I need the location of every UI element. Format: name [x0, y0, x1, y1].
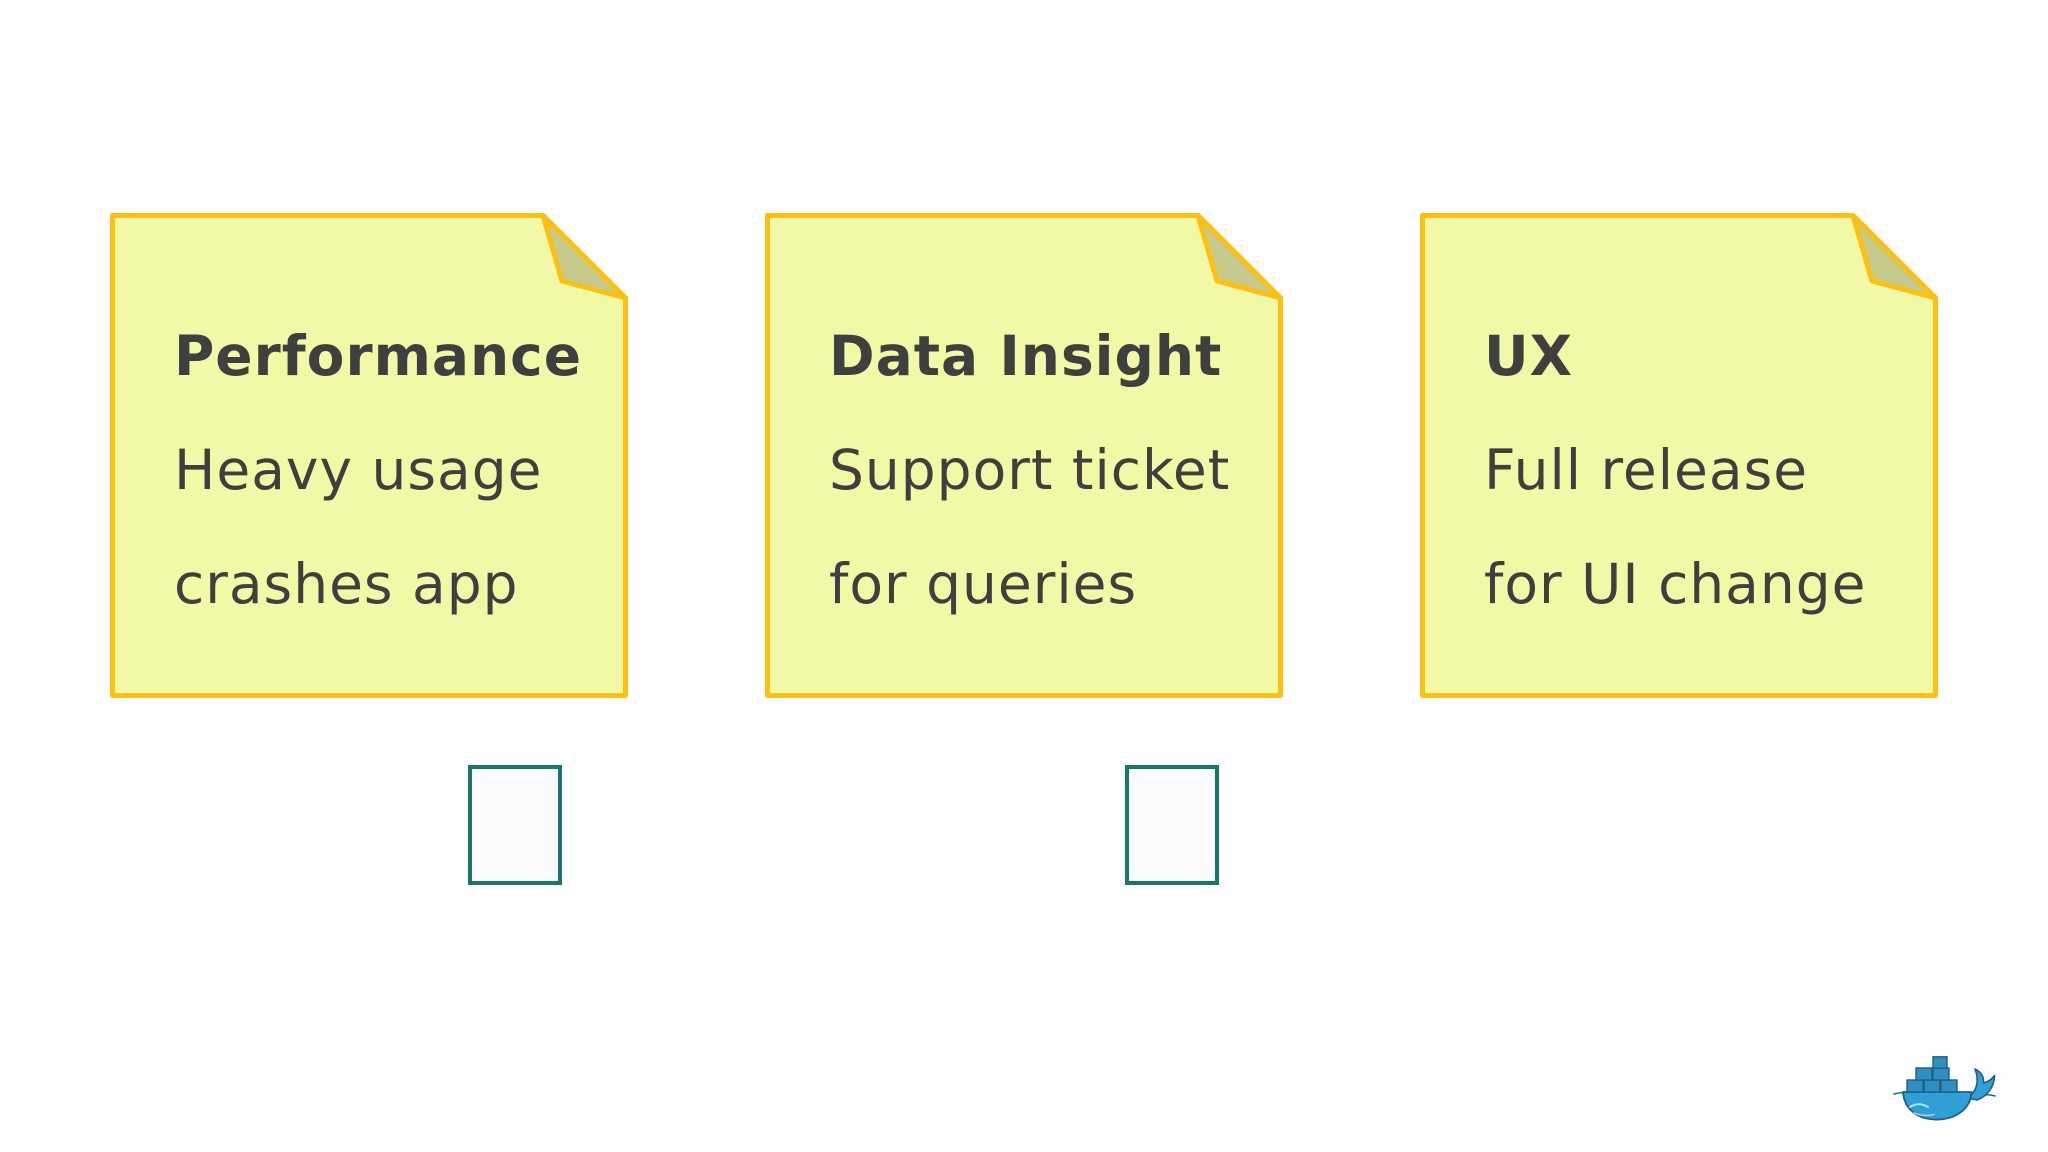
- note-title: Data Insight: [829, 324, 1223, 388]
- sticky-note-data-insight[interactable]: Data Insight Support ticket for queries: [765, 213, 1283, 698]
- folded-corner-icon: [1195, 213, 1283, 301]
- sticky-note-performance[interactable]: Performance Heavy usage crashes app: [110, 213, 628, 698]
- placeholder-box[interactable]: [1125, 765, 1219, 885]
- note-line: Support ticket: [829, 438, 1231, 502]
- note-line: for queries: [829, 552, 1138, 616]
- sticky-note-shape: [110, 213, 628, 698]
- note-text-block: UX Full release for UI change: [1484, 299, 1918, 641]
- note-text-block: Performance Heavy usage crashes app: [174, 299, 608, 641]
- placeholder-box[interactable]: [468, 765, 562, 885]
- sticky-note-ux[interactable]: UX Full release for UI change: [1420, 213, 1938, 698]
- note-title: UX: [1484, 324, 1574, 388]
- folded-corner-icon: [1850, 213, 1938, 301]
- sticky-note-shape: [765, 213, 1283, 698]
- note-line: Full release: [1484, 438, 1809, 502]
- note-line: Heavy usage: [174, 438, 543, 502]
- note-line: crashes app: [174, 552, 519, 616]
- sticky-note-shape: [1420, 213, 1938, 698]
- note-text-block: Data Insight Support ticket for queries: [829, 299, 1263, 641]
- folded-corner-icon: [540, 213, 628, 301]
- docker-whale-icon: [1893, 1056, 1996, 1121]
- note-line: for UI change: [1484, 552, 1867, 616]
- note-title: Performance: [174, 324, 583, 388]
